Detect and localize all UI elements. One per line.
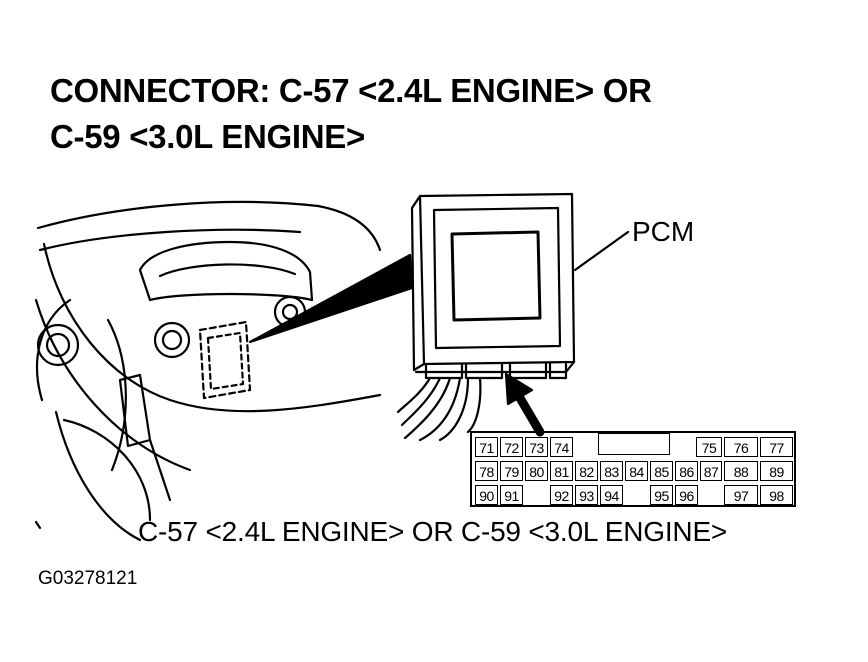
connector-arrow-shaft bbox=[515, 393, 545, 437]
pin-89: 89 bbox=[760, 461, 793, 481]
pin-90: 90 bbox=[475, 485, 498, 505]
pcm-module bbox=[396, 192, 576, 442]
pin-91: 91 bbox=[500, 485, 523, 505]
pin-93: 93 bbox=[575, 485, 598, 505]
pin-81: 81 bbox=[550, 461, 573, 481]
pin-94: 94 bbox=[600, 485, 623, 505]
location-pointer bbox=[248, 253, 414, 344]
pin-80: 80 bbox=[525, 461, 548, 481]
pcm-leader-line bbox=[573, 230, 630, 272]
pin-77: 77 bbox=[760, 437, 793, 457]
pin-95: 95 bbox=[650, 485, 673, 505]
pin-73: 73 bbox=[525, 437, 548, 457]
pin-88: 88 bbox=[724, 461, 758, 481]
pin-87: 87 bbox=[700, 461, 722, 481]
connector-pinout: 71 72 73 74 75 76 77 78 79 80 81 82 83 8… bbox=[470, 431, 796, 507]
pin-96: 96 bbox=[675, 485, 698, 505]
connector-key bbox=[598, 433, 670, 455]
pin-83: 83 bbox=[600, 461, 623, 481]
pin-75: 75 bbox=[696, 437, 722, 457]
pin-74: 74 bbox=[550, 437, 573, 457]
pin-97: 97 bbox=[724, 485, 758, 505]
connector-arrow-head bbox=[504, 372, 534, 406]
pin-82: 82 bbox=[575, 461, 598, 481]
pin-71: 71 bbox=[475, 437, 498, 457]
pin-85: 85 bbox=[650, 461, 673, 481]
pin-92: 92 bbox=[550, 485, 573, 505]
pin-78: 78 bbox=[475, 461, 498, 481]
diagram-title-line-1: CONNECTOR: C-57 <2.4L ENGINE> OR bbox=[50, 72, 652, 109]
pin-76: 76 bbox=[724, 437, 758, 457]
diagram-title-line-2: C-59 <3.0L ENGINE> bbox=[50, 118, 365, 155]
pin-98: 98 bbox=[760, 485, 793, 505]
pin-86: 86 bbox=[675, 461, 698, 481]
pin-84: 84 bbox=[625, 461, 648, 481]
pin-72: 72 bbox=[500, 437, 523, 457]
dashboard-drawing bbox=[34, 200, 382, 542]
figure-id: G03278121 bbox=[38, 568, 138, 589]
pcm-label: PCM bbox=[632, 216, 695, 247]
connector-caption: C-57 <2.4L ENGINE> OR C-59 <3.0L ENGINE> bbox=[138, 516, 728, 547]
pin-79: 79 bbox=[500, 461, 523, 481]
